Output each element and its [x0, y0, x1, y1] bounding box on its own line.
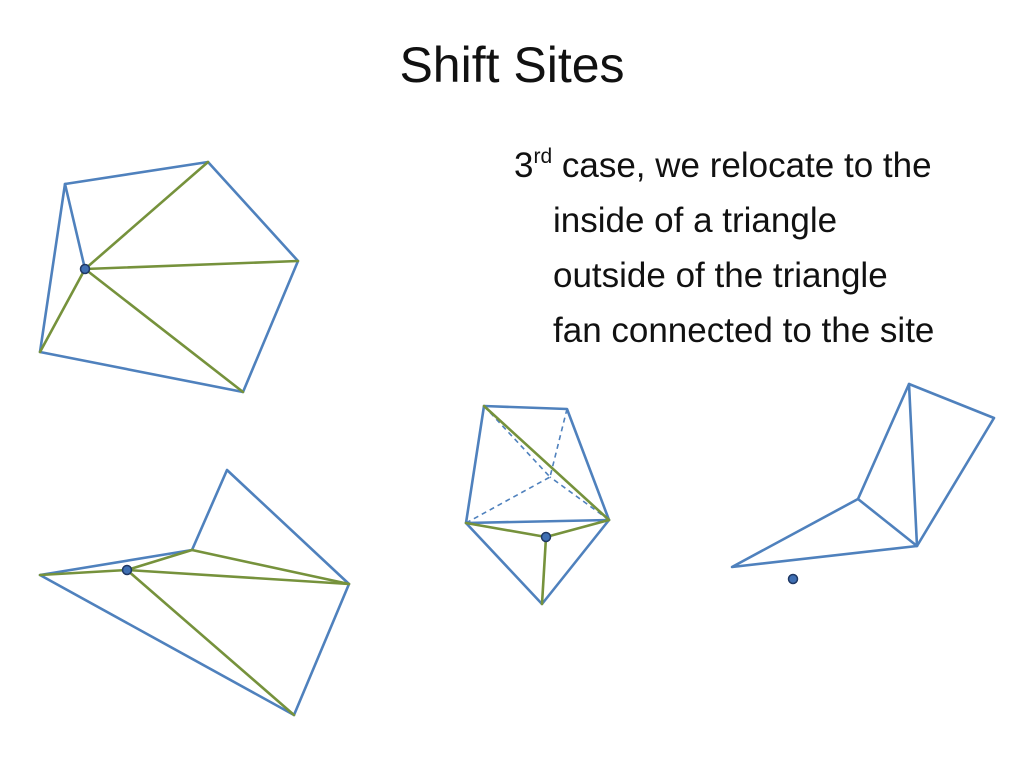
case-number: 3	[514, 146, 534, 185]
body-line-1: 3rd case, we relocate to the	[514, 138, 1022, 193]
shifted-base-edge	[464, 518, 611, 525]
body-line-1-text: case, we relocate to the	[552, 146, 932, 185]
old-edge-dashed-1	[483, 405, 551, 478]
edge-fan-spoke-3	[125, 568, 351, 586]
case-superscript: rd	[533, 145, 553, 168]
site-point	[787, 573, 799, 585]
outside-boundary	[730, 382, 996, 569]
pentagon-spoke-4	[38, 267, 87, 354]
old-edge-dashed-2	[549, 408, 568, 478]
new-edge-3	[544, 518, 611, 539]
body-text: 3rd case, we relocate to the inside of a…	[514, 138, 1022, 358]
pentagon-spoke-1	[83, 160, 210, 271]
edge-fan-spoke-5	[190, 548, 351, 586]
edge-fan-spoke-4	[125, 568, 296, 717]
outside-inner-edge-1	[907, 382, 919, 548]
edge-fan-spoke-1	[38, 568, 129, 577]
new-edge-4	[540, 535, 548, 606]
body-line-3: outside of the triangle	[553, 256, 888, 295]
edge-fan-boundary	[38, 468, 351, 717]
figure-site-outside	[730, 382, 996, 585]
edge-fan-spoke-2	[125, 548, 194, 572]
figure-pentagon-fan	[38, 160, 300, 394]
figure-edge-fan	[38, 468, 351, 717]
pentagon-spoke-3	[83, 267, 245, 394]
pentagon-spoke-2	[83, 259, 300, 271]
new-edge-2	[464, 521, 548, 539]
new-edge-1	[482, 404, 611, 522]
pentagon-boundary	[38, 160, 300, 394]
slide-title: Shift Sites	[399, 37, 625, 93]
body-line-2: inside of a triangle	[553, 201, 838, 240]
shifted-boundary	[464, 404, 611, 606]
old-edge-dashed-3	[465, 476, 551, 524]
figure-shifted-site	[464, 404, 611, 606]
site-point	[540, 531, 552, 543]
outside-inner-edge-2	[856, 497, 919, 548]
site-point	[79, 263, 91, 275]
body-line-4: fan connected to the site	[553, 311, 935, 350]
old-edge-dashed-4	[549, 476, 610, 521]
pentagon-spoke-blue	[63, 182, 87, 271]
site-point	[121, 564, 133, 576]
